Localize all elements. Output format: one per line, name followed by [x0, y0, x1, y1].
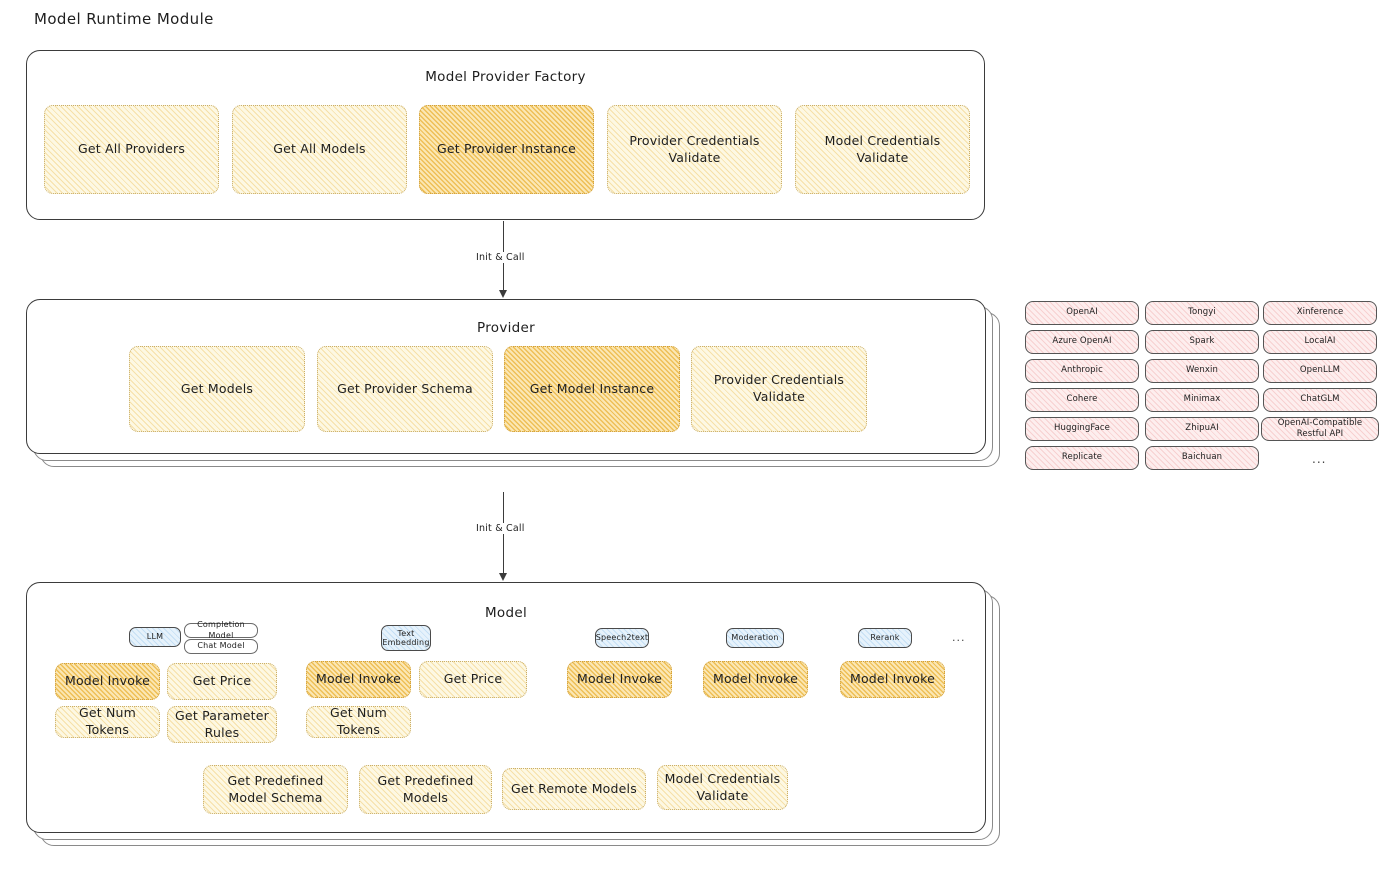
arrow-head-icon — [499, 290, 507, 298]
provider-box-get-provider-schema[interactable]: Get Provider Schema — [317, 346, 493, 432]
llm-op-model-invoke[interactable]: Model Invoke — [55, 663, 160, 700]
model-type-tag-speech2text[interactable]: Speech2text — [595, 628, 649, 648]
model-type-tag-moderation[interactable]: Moderation — [726, 628, 784, 648]
model-provider-factory-title: Model Provider Factory — [425, 69, 586, 85]
arrow-label-init-and-call-bottom: Init & Call — [472, 523, 529, 534]
provider-box-get-models[interactable]: Get Models — [129, 346, 305, 432]
provider-chip-tongyi[interactable]: Tongyi — [1145, 301, 1259, 325]
model-subtag-chat-model[interactable]: Chat Model — [184, 639, 258, 654]
provider-chip-baichuan[interactable]: Baichuan — [1145, 446, 1259, 470]
provider-chip-openai[interactable]: OpenAI — [1025, 301, 1139, 325]
model-type-tag-llm[interactable]: LLM — [129, 627, 181, 647]
llm-op-get-price[interactable]: Get Price — [167, 663, 277, 700]
common-op-get-remote-models[interactable]: Get Remote Models — [502, 768, 646, 810]
model-subtag-completion-model[interactable]: Completion Model — [184, 620, 258, 640]
provider-chip-anthropic[interactable]: Anthropic — [1025, 359, 1139, 383]
provider-chip-replicate[interactable]: Replicate — [1025, 446, 1139, 470]
provider-chip-spark[interactable]: Spark — [1145, 330, 1259, 354]
provider-chip-openai-compatible-restful-api[interactable]: OpenAI-Compatible Restful API — [1261, 417, 1379, 441]
embedding-op-get-num-tokens[interactable]: Get Num Tokens — [306, 705, 411, 738]
provider-chip-zhipuai[interactable]: ZhipuAI — [1145, 417, 1259, 441]
embedding-op-model-invoke[interactable]: Model Invoke — [306, 661, 411, 698]
provider-chip-cohere[interactable]: Cohere — [1025, 388, 1139, 412]
factory-box-provider-credentials-validate[interactable]: Provider Credentials Validate — [607, 105, 782, 194]
model-type-tag-text-embedding[interactable]: Text Embedding — [381, 625, 431, 651]
factory-box-get-all-models[interactable]: Get All Models — [232, 105, 407, 194]
provider-box-get-model-instance[interactable]: Get Model Instance — [504, 346, 680, 432]
factory-box-model-credentials-validate[interactable]: Model Credentials Validate — [795, 105, 970, 194]
arrow-head-icon — [499, 573, 507, 581]
provider-chip-minimax[interactable]: Minimax — [1145, 388, 1259, 412]
rerank-op-model-invoke[interactable]: Model Invoke — [840, 661, 945, 698]
diagram-title: Model Runtime Module — [34, 10, 214, 28]
llm-op-get-num-tokens[interactable]: Get Num Tokens — [55, 705, 160, 738]
model-type-tag-rerank[interactable]: Rerank — [858, 628, 912, 648]
embedding-op-get-price[interactable]: Get Price — [419, 661, 527, 698]
speech2text-op-model-invoke[interactable]: Model Invoke — [567, 661, 672, 698]
moderation-op-model-invoke[interactable]: Model Invoke — [703, 661, 808, 698]
model-title: Model — [484, 605, 528, 621]
common-op-get-predefined-model-schema[interactable]: Get Predefined Model Schema — [203, 765, 348, 814]
arrow-label-init-and-call-top: Init & Call — [472, 252, 529, 263]
provider-chip-azure-openai[interactable]: Azure OpenAI — [1025, 330, 1139, 354]
provider-title: Provider — [477, 320, 535, 336]
provider-box-provider-credentials-validate[interactable]: Provider Credentials Validate — [691, 346, 867, 432]
arrow-provider-to-model — [499, 492, 507, 581]
provider-chip-huggingface[interactable]: HuggingFace — [1025, 417, 1139, 441]
provider-chip-xinference[interactable]: Xinference — [1263, 301, 1377, 325]
provider-chip-chatglm[interactable]: ChatGLM — [1263, 388, 1377, 412]
provider-list-more-ellipsis: ... — [1312, 452, 1327, 466]
provider-chip-openllm[interactable]: OpenLLM — [1263, 359, 1377, 383]
factory-box-get-all-providers[interactable]: Get All Providers — [44, 105, 219, 194]
llm-op-get-parameter-rules[interactable]: Get Parameter Rules — [167, 706, 277, 743]
model-types-more-ellipsis: ... — [952, 631, 966, 644]
provider-chip-wenxin[interactable]: Wenxin — [1145, 359, 1259, 383]
factory-box-get-provider-instance[interactable]: Get Provider Instance — [419, 105, 594, 194]
common-op-model-credentials-validate[interactable]: Model Credentials Validate — [657, 765, 788, 810]
provider-chip-localai[interactable]: LocalAI — [1263, 330, 1377, 354]
common-op-get-predefined-models[interactable]: Get Predefined Models — [359, 765, 492, 814]
